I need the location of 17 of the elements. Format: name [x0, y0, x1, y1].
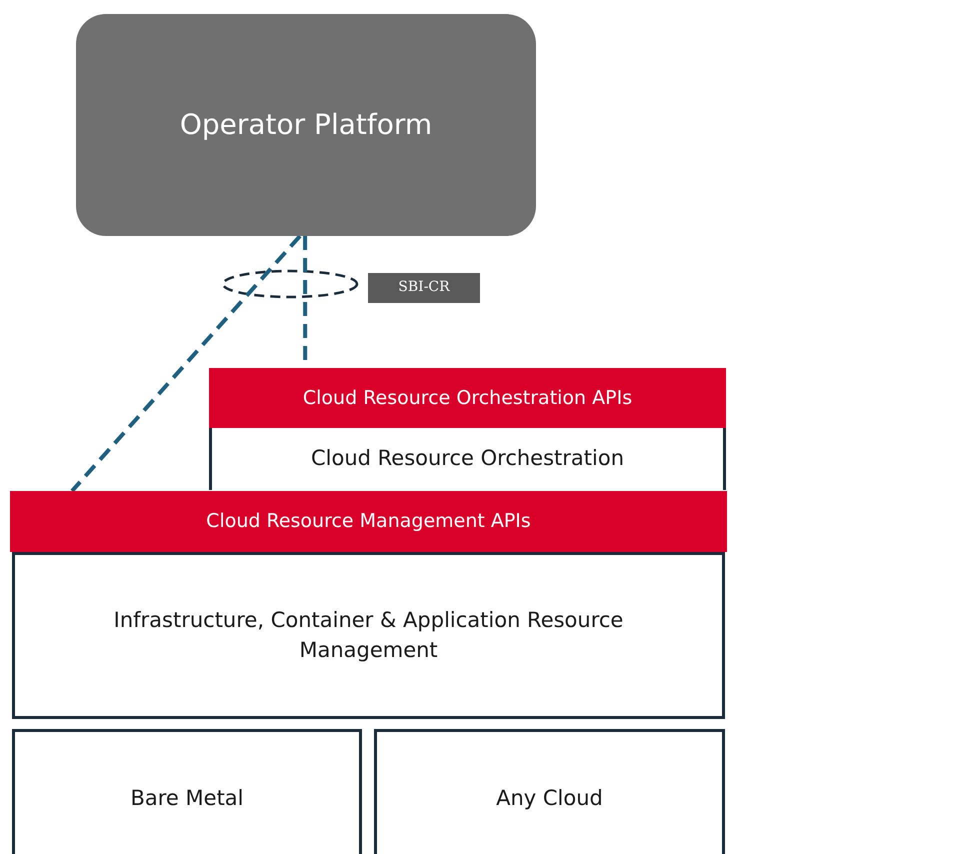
node-text: Operator Platform	[180, 107, 432, 144]
layer-box	[209, 428, 726, 490]
layer-box	[12, 552, 725, 719]
interface-tag	[368, 273, 480, 303]
node-text: SBI-CR	[398, 278, 450, 298]
platform-box	[76, 14, 536, 236]
layer-box	[12, 729, 362, 854]
api-bar	[10, 491, 727, 552]
node-text: Cloud Resource Orchestration APIs	[302, 386, 632, 411]
node-text: Bare Metal	[130, 785, 244, 812]
api-bar	[209, 368, 726, 428]
node-text: Any Cloud	[496, 785, 603, 812]
connector-line	[70, 234, 302, 492]
node-text: Cloud Resource Orchestration	[310, 445, 624, 472]
node-text: Cloud Resource Management APIs	[206, 509, 531, 534]
node-text: Infrastructure, Container & Application Resource Management	[112, 607, 624, 664]
layer-box	[374, 729, 725, 854]
